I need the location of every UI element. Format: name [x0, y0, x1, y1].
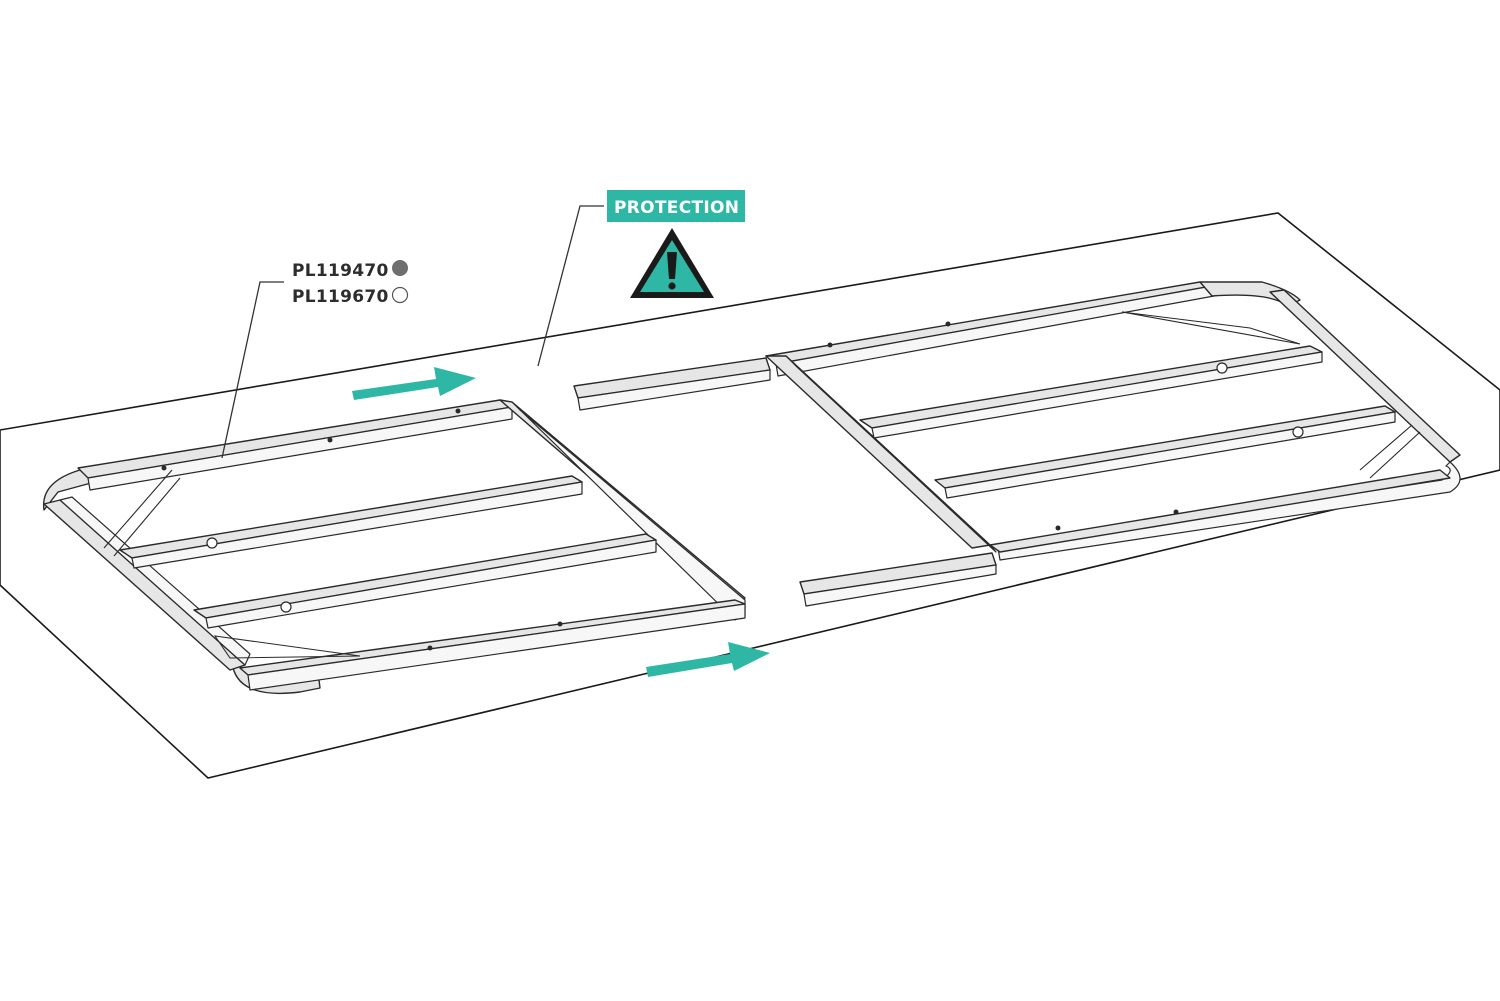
right-frame-front-rail: [989, 469, 1451, 553]
left-frame-section: [42, 399, 746, 695]
connector-rails: [573, 357, 997, 607]
part-code-b: PL119670: [292, 287, 389, 307]
right-frame-right-rail: [1269, 289, 1461, 463]
filled-circle-icon: [392, 260, 408, 276]
empty-circle-icon: [391, 286, 409, 304]
part-leader-line: [221, 281, 284, 459]
protection-tag: [607, 190, 745, 222]
protection-label: PROTECTION: [614, 198, 739, 218]
warning-triangle-icon: [630, 228, 714, 298]
direction-arrow-bottom: [646, 642, 770, 677]
right-frame-section: [765, 281, 1461, 561]
part-code-a: PL119470: [292, 261, 389, 281]
floor-sheet: [0, 212, 1500, 779]
protection-leader-line: [537, 205, 604, 367]
direction-arrow-top: [352, 367, 476, 400]
arrow-right-icon: [352, 367, 476, 400]
arrow-right-icon: [646, 642, 770, 677]
